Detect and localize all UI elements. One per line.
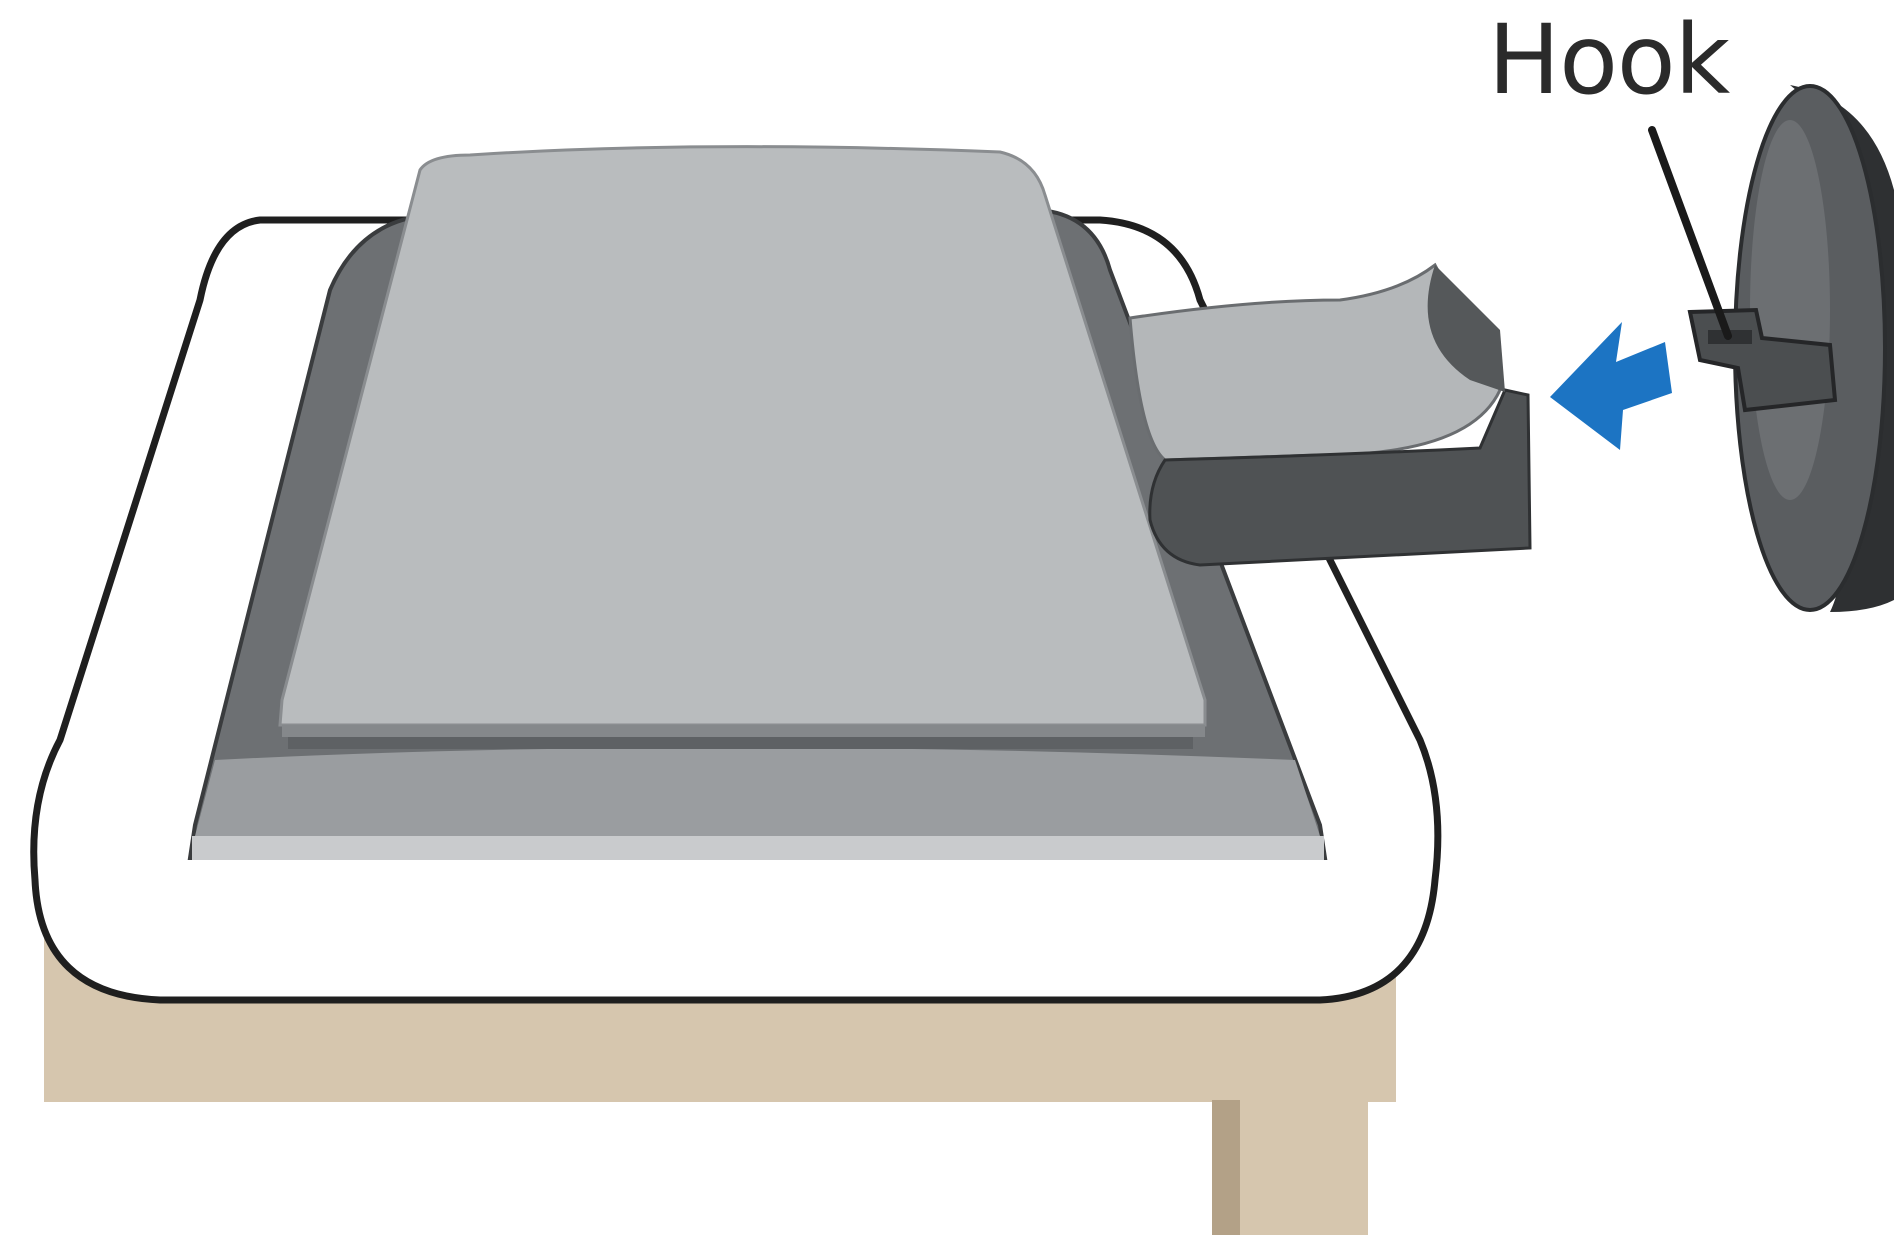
- callout-leader-line: [1652, 130, 1728, 336]
- housing-lower-band: [195, 748, 1320, 837]
- stand-base-icon: [1690, 85, 1894, 612]
- base-disc-highlight: [1750, 120, 1830, 500]
- stand-arm: [1130, 265, 1530, 565]
- table-leg-shadow: [1212, 1100, 1240, 1235]
- bezel-lower-strip: [192, 836, 1324, 860]
- arrow-left-icon: [1550, 322, 1672, 450]
- rear-panel-edge-lower: [288, 737, 1193, 749]
- rear-panel-edge: [282, 725, 1205, 737]
- callout-label-hook: Hook: [1488, 12, 1729, 108]
